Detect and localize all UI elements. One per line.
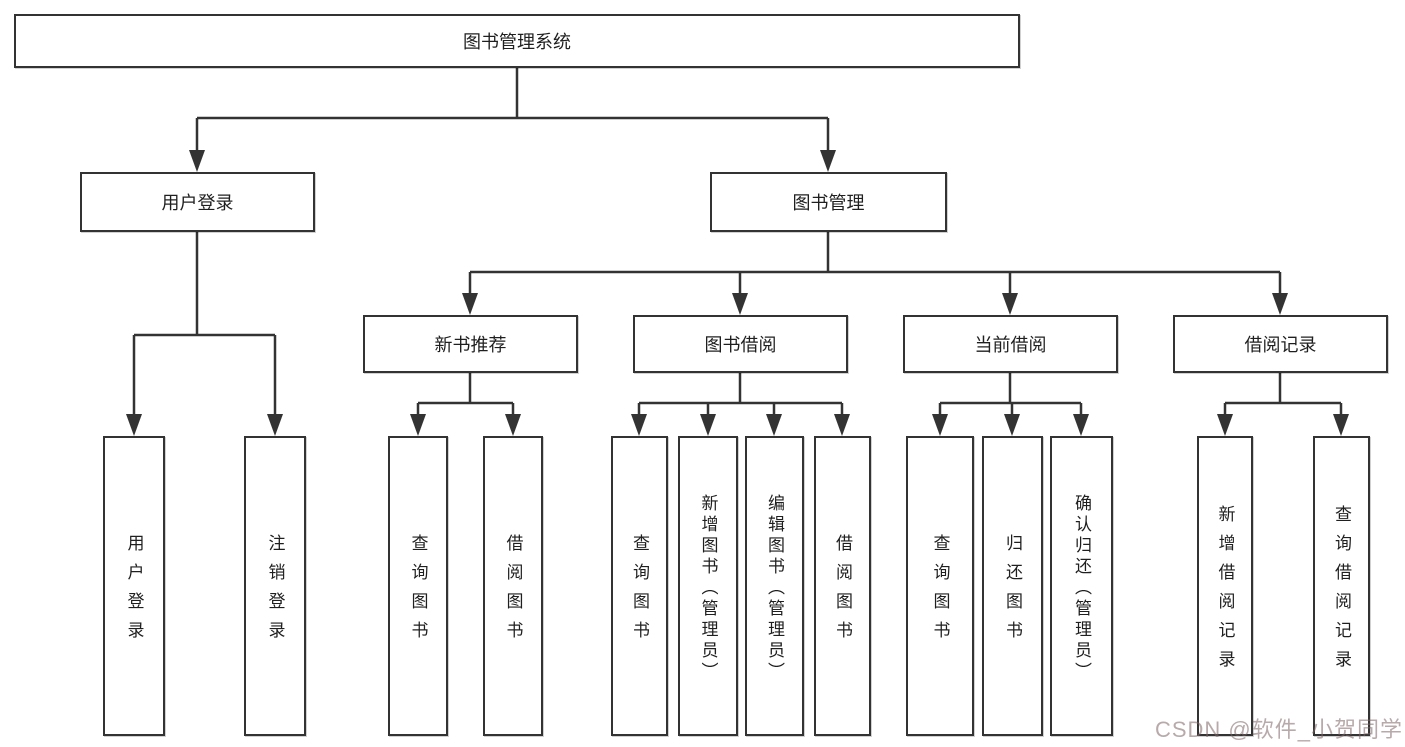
node-label: 确认归还（管理员） (1072, 493, 1091, 683)
leaf-add-borrow-record: 新增借阅记录 (1197, 436, 1253, 736)
node-label: 归还图书 (1003, 534, 1022, 650)
node-library-system: 图书管理系统 (14, 14, 1020, 68)
arrow-icon (1333, 414, 1349, 436)
arrow-icon (732, 293, 748, 315)
arrow-icon (834, 414, 850, 436)
node-label: 查询图书 (630, 534, 649, 650)
arrow-icon (267, 414, 283, 436)
node-label: 新增借阅记录 (1215, 505, 1235, 679)
leaf-query-borrow-record: 查询借阅记录 (1313, 436, 1370, 736)
node-label: 当前借阅 (974, 335, 1047, 355)
arrow-icon (1217, 414, 1233, 436)
leaf-logout: 注销登录 (244, 436, 306, 736)
node-label: 借阅图书 (833, 534, 852, 650)
arrow-icon (505, 414, 521, 436)
arrow-icon (631, 414, 647, 436)
node-label: 新增图书（管理员） (698, 493, 718, 683)
leaf-query-books-current: 查询图书 (906, 436, 974, 736)
node-borrow-records: 借阅记录 (1173, 315, 1388, 373)
leaf-query-books-borrow: 查询图书 (611, 436, 668, 736)
arrow-icon (1004, 414, 1020, 436)
node-label: 编辑图书（管理员） (765, 493, 784, 683)
arrow-icon (189, 150, 205, 172)
leaf-edit-book-admin: 编辑图书（管理员） (745, 436, 804, 736)
node-book-borrow: 图书借阅 (633, 315, 848, 373)
arrow-icon (1002, 293, 1018, 315)
leaf-borrow-books: 借阅图书 (814, 436, 871, 736)
node-new-book-recommend: 新书推荐 (363, 315, 578, 373)
node-label: 查询借阅记录 (1332, 505, 1351, 679)
node-label: 新书推荐 (434, 335, 507, 355)
leaf-confirm-return-admin: 确认归还（管理员） (1050, 436, 1113, 736)
arrow-icon (820, 150, 836, 172)
arrow-icon (462, 293, 478, 315)
leaf-user-login: 用户登录 (103, 436, 165, 736)
arrow-icon (126, 414, 142, 436)
node-user-login: 用户登录 (80, 172, 315, 232)
node-label: 注销登录 (265, 534, 285, 650)
node-label: 查询图书 (930, 534, 950, 650)
node-label: 用户登录 (124, 534, 144, 650)
arrow-icon (766, 414, 782, 436)
node-label: 查询图书 (408, 534, 428, 650)
arrow-icon (700, 414, 716, 436)
leaf-add-book-admin: 新增图书（管理员） (678, 436, 738, 736)
node-label: 借阅记录 (1244, 335, 1317, 355)
leaf-borrow-books-recommend: 借阅图书 (483, 436, 543, 736)
arrow-icon (1073, 414, 1089, 436)
node-label: 图书管理系统 (463, 32, 571, 52)
arrow-icon (410, 414, 426, 436)
node-label: 借阅图书 (503, 534, 523, 650)
watermark-text: CSDN @软件_小贺同学 (1154, 717, 1403, 742)
arrow-icon (1272, 293, 1288, 315)
node-label: 用户登录 (161, 193, 234, 213)
leaf-return-book: 归还图书 (982, 436, 1043, 736)
node-current-borrow: 当前借阅 (903, 315, 1118, 373)
node-book-management: 图书管理 (710, 172, 947, 232)
arrow-icon (932, 414, 948, 436)
node-label: 图书借阅 (704, 335, 777, 355)
node-label: 图书管理 (792, 193, 865, 213)
leaf-query-books-recommend: 查询图书 (388, 436, 448, 736)
